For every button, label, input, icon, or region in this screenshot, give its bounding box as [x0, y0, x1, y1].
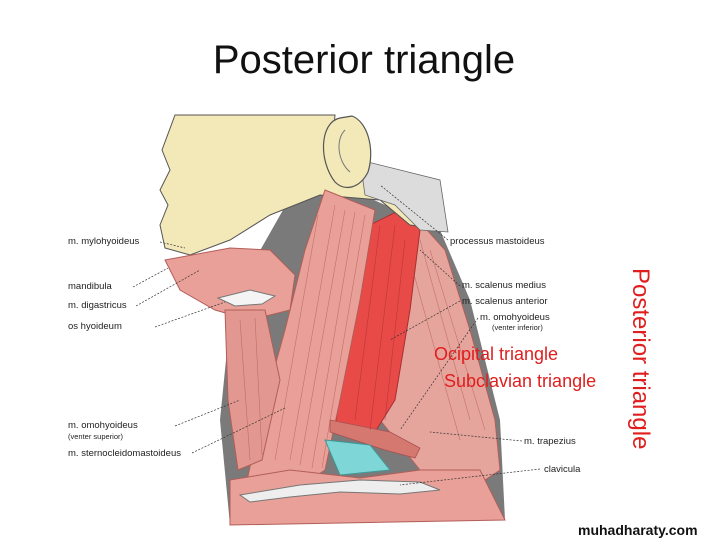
label-scalenus-medius: m. scalenus medius	[462, 280, 546, 291]
infrahyoid-muscles	[224, 309, 281, 471]
label-omohyoideus-inferior-sub: (venter inferior)	[492, 323, 543, 332]
subclavian-triangle-area	[324, 439, 391, 476]
label-omohyoideus-superior-sub: (venter superior)	[68, 432, 124, 441]
label-scalenus-anterior: m. scalenus anterior	[462, 296, 548, 307]
label-clavicula: clavicula	[544, 464, 581, 475]
hyoid-bone	[216, 289, 277, 307]
label-occipital-triangle: Ocipital triangle	[434, 344, 559, 364]
ear-shape	[323, 115, 372, 189]
mastoid-region	[359, 159, 449, 233]
label-hyoideum: os hyoideum	[68, 321, 122, 332]
label-mylohyoideus: m. mylohyoideus	[68, 236, 140, 247]
clavicle-bone	[238, 479, 441, 503]
label-mandibula: mandibula	[68, 281, 112, 292]
label-processus-mastoideus: processus mastoideus	[450, 236, 545, 247]
omohyoid-inferior-shape	[329, 419, 421, 459]
shoulder-area	[229, 469, 506, 526]
label-omohyoideus-superior: m. omohyoideus	[68, 420, 138, 431]
vertical-posterior-triangle-label: Posterior triangle	[627, 268, 654, 450]
slide-title: Posterior triangle	[212, 38, 516, 82]
label-subclavian-triangle: Subclavian triangle	[444, 371, 597, 391]
watermark: muhadharaty.com	[578, 522, 698, 538]
label-omohyoideus-inferior: m. omohyoideus	[480, 312, 550, 323]
suprahyoid-muscles	[164, 247, 296, 321]
label-digastricus: m. digastricus	[68, 300, 127, 311]
label-sternocleidomastoideus: m. sternocleidomastoideus	[68, 448, 181, 459]
label-trapezius: m. trapezius	[524, 436, 576, 447]
